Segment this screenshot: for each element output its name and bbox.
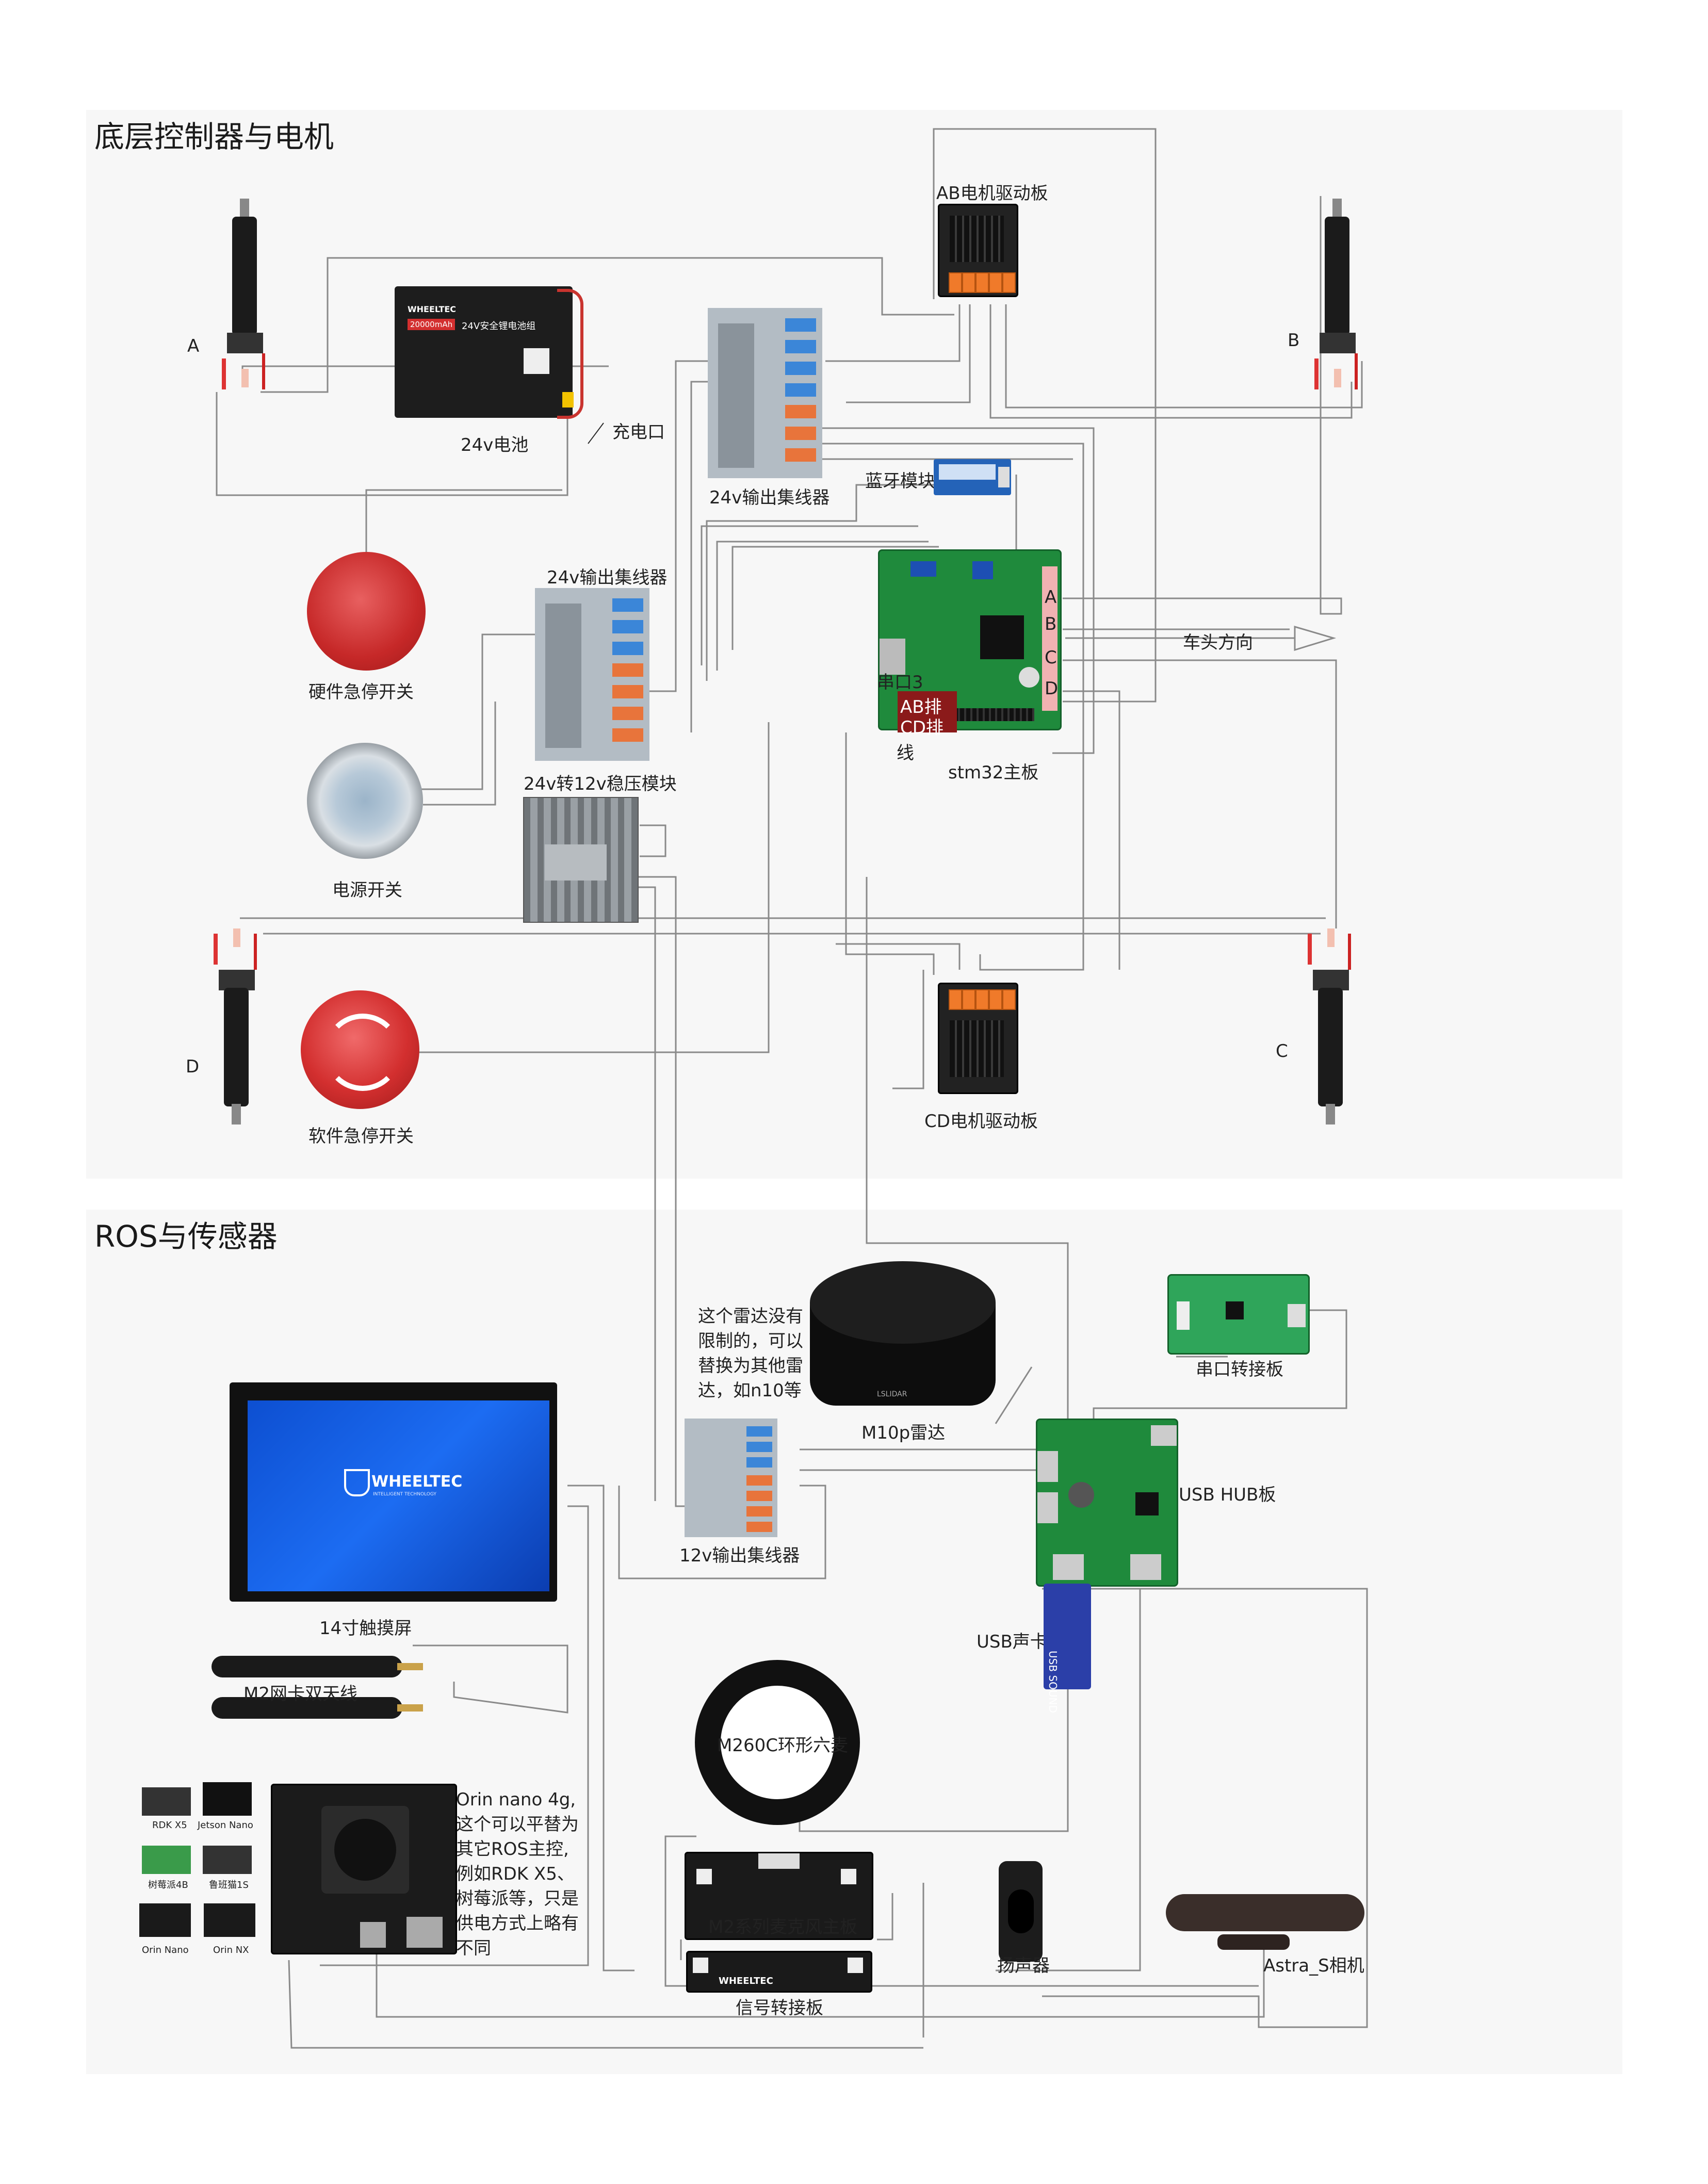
motor-a-label: A <box>187 336 200 356</box>
section-title-ros: ROS与传感器 <box>94 1219 278 1254</box>
motor-c-label: C <box>1276 1041 1288 1062</box>
ab-driver-label: AB电机驱动板 <box>936 183 1048 204</box>
screen-brand: WHEELTEC <box>371 1473 463 1491</box>
mic-ring-label: M260C环形六麦 <box>717 1735 848 1756</box>
ab-cd-cable-swatch <box>898 691 957 732</box>
touchscreen: WHEELTEC INTELLIGENT TECHNOLOGY <box>230 1382 557 1602</box>
speaker-label: 扬声器 <box>997 1955 1050 1976</box>
ab-cd-cable-label-3: 线 <box>897 743 914 763</box>
lidar-label: M10p雷达 <box>861 1423 946 1443</box>
alt-board-rpi-label: 树莓派4B <box>148 1880 188 1890</box>
cd-driver-board <box>938 983 1018 1094</box>
battery-name: 24V安全锂电池组 <box>462 321 536 332</box>
serial-adapter-label: 串口转接板 <box>1196 1359 1283 1380</box>
mic-main-board <box>685 1852 873 1940</box>
battery-brand: WHEELTEC <box>408 304 457 314</box>
ab-cd-cable-label-1: AB排 <box>900 697 942 718</box>
serial-adapter-board <box>1167 1274 1310 1355</box>
alt-board-orin-nx-label: Orin NX <box>213 1945 249 1955</box>
signal-board-label: 信号转接板 <box>736 1998 823 2018</box>
charge-port-label: 充电口 <box>612 422 665 443</box>
motor-c <box>1308 928 1354 1124</box>
signal-board-text: WHEELTEC <box>719 1976 773 1986</box>
hub-24v-mid-label: 24v输出集线器 <box>547 567 668 588</box>
hub-24v-mid <box>535 588 649 761</box>
motor-b-label: B <box>1288 330 1300 351</box>
usb-hub-board <box>1036 1419 1178 1587</box>
hub-24v-top <box>708 308 822 478</box>
bluetooth-module <box>934 459 1011 495</box>
battery-capacity: 20000mAh <box>408 319 456 330</box>
hardware-estop <box>307 552 426 671</box>
alt-board-lubancat <box>203 1846 252 1874</box>
touchscreen-label: 14寸触摸屏 <box>319 1618 412 1639</box>
hub-24v-top-label: 24v输出集线器 <box>709 487 830 508</box>
usb-sound-text: USB SOUND <box>1047 1651 1059 1713</box>
antenna-label: M2网卡双天线 <box>243 1684 357 1704</box>
power-switch <box>307 743 423 859</box>
heading-label: 车头方向 <box>1183 632 1253 653</box>
stm-port-b: B <box>1045 614 1057 634</box>
ab-driver-board <box>938 204 1018 297</box>
stm-port-c: C <box>1045 647 1057 668</box>
stm-port-d: D <box>1045 678 1059 699</box>
mic-main-board-label: M2系列麦克风主板 <box>708 1917 857 1937</box>
astra-camera <box>1166 1894 1364 1951</box>
lidar-note: 这个雷达没有 限制的，可以 替换为其他雷 达，如n10等 <box>698 1306 803 1401</box>
orin-board <box>271 1784 457 1954</box>
regulator-module <box>523 797 639 923</box>
motor-a <box>222 199 268 395</box>
battery: WHEELTEC 20000mAh 24V安全锂电池组 <box>392 284 583 423</box>
uart3-label: 串口3 <box>877 672 923 693</box>
camera-label: Astra_S相机 <box>1263 1955 1364 1976</box>
lidar-brand: LSLIDAR <box>877 1390 907 1398</box>
screen-sub: INTELLIGENT TECHNOLOGY <box>373 1492 436 1497</box>
alt-board-orin-nano <box>139 1903 191 1937</box>
hub-12v-label: 12v输出集线器 <box>679 1545 800 1566</box>
hardware-estop-label: 硬件急停开关 <box>308 682 414 703</box>
alt-board-jetson <box>203 1782 252 1816</box>
battery-label: 24v电池 <box>461 435 529 455</box>
alt-board-orin-nx <box>204 1903 255 1937</box>
usb-hub-label: USB HUB板 <box>1179 1485 1276 1505</box>
section-title-controller: 底层控制器与电机 <box>94 119 334 154</box>
power-switch-label: 电源开关 <box>332 880 402 901</box>
stm32-label: stm32主板 <box>948 762 1039 783</box>
orin-note: Orin nano 4g, 这个可以平替为 其它ROS主控, 例如RDK X5、… <box>456 1789 579 1959</box>
alt-board-jetson-label: Jetson Nano <box>198 1820 253 1831</box>
stm-port-a: A <box>1045 587 1057 608</box>
usb-sound-card: USB SOUND <box>1044 1584 1091 1713</box>
alt-board-rdk <box>142 1787 191 1816</box>
alt-board-orin-nano-label: Orin Nano <box>142 1945 189 1955</box>
software-estop-label: 软件急停开关 <box>308 1126 414 1147</box>
lidar: LSLIDAR <box>810 1261 996 1413</box>
stm32-chip <box>980 615 1024 659</box>
dual-antenna <box>212 1656 428 1723</box>
signal-board: WHEELTEC <box>686 1951 872 1993</box>
mic-ring <box>695 1660 860 1825</box>
alt-board-rpi <box>142 1846 191 1874</box>
hub-12v <box>685 1419 777 1537</box>
bluetooth-label: 蓝牙模块 <box>865 471 935 492</box>
software-estop <box>301 990 419 1109</box>
alt-board-rdk-label: RDK X5 <box>152 1820 187 1831</box>
usb-sound-label: USB声卡 <box>977 1632 1048 1652</box>
cd-driver-label: CD电机驱动板 <box>924 1111 1038 1132</box>
motor-b <box>1314 199 1361 395</box>
stm32-board <box>878 549 1062 730</box>
speaker <box>999 1861 1043 1962</box>
alt-board-lubancat-label: 鲁班猫1S <box>209 1880 249 1890</box>
motor-d <box>214 928 260 1124</box>
regulator-label: 24v转12v稳压模块 <box>524 774 677 794</box>
motor-d-label: D <box>186 1056 200 1077</box>
ab-cd-cable-label-2: CD排 <box>900 718 944 738</box>
